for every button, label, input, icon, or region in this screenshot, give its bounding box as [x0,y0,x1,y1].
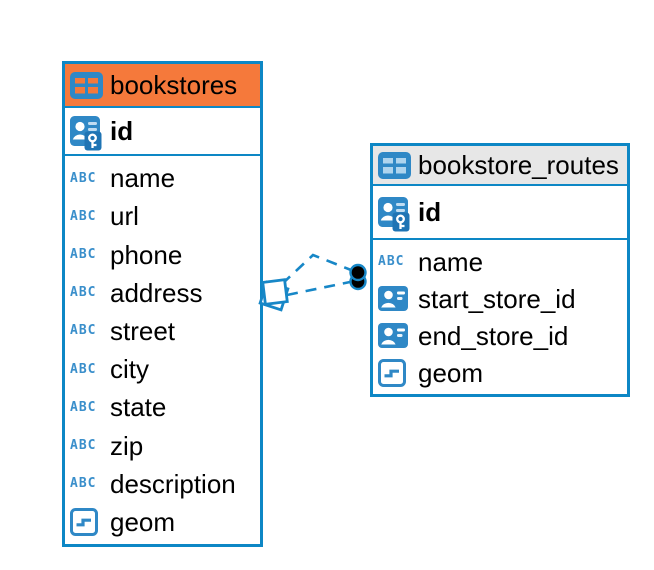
primary-key-row[interactable]: id [65,108,260,156]
column-name: zip [110,430,144,461]
column-name: street [110,315,176,346]
primary-key-icon [70,110,104,152]
text-column-icon: ABC [70,246,97,263]
column-list: ABC name start_store_id [373,240,627,394]
column-name: address [110,277,203,308]
text-column-icon: ABC [378,253,405,270]
relationship-line-upper[interactable] [281,253,352,285]
column-name: geom [418,357,484,388]
column-row-geom[interactable]: geom [65,503,260,541]
relationship-diamond-marker[interactable] [258,278,290,312]
column-name: city [110,354,149,385]
text-column-icon: ABC [70,399,97,416]
table-header-bookstore-routes[interactable]: bookstore_routes [373,146,627,186]
geometry-column-icon [378,358,412,387]
column-row-description[interactable]: ABC description [65,465,260,503]
column-row-city[interactable]: ABC city [65,350,260,388]
column-row-phone[interactable]: ABC phone [65,235,260,273]
column-name: geom [110,506,176,537]
text-column-icon: ABC [70,437,97,454]
foreign-key-column-icon [378,322,412,349]
column-row-street[interactable]: ABC street [65,312,260,350]
column-row-name[interactable]: ABC name [373,243,627,280]
table-name: bookstore_routes [418,150,619,180]
column-row-end-store-id[interactable]: end_store_id [373,317,627,354]
primary-key-name: id [110,116,134,146]
text-column-icon: ABC [70,170,97,186]
text-column-icon: ABC [70,284,97,301]
column-row-start-store-id[interactable]: start_store_id [373,280,627,317]
column-row-geom[interactable]: geom [373,354,627,391]
column-row-name[interactable]: ABC name [65,159,260,197]
table-name: bookstores [110,70,238,100]
column-name: name [110,163,176,194]
text-column-icon: ABC [70,361,97,377]
text-column-icon: ABC [70,475,97,492]
column-row-zip[interactable]: ABC zip [65,426,260,464]
table-icon [378,151,412,179]
column-row-address[interactable]: ABC address [65,274,260,312]
primary-key-row[interactable]: id [373,186,627,240]
table-icon [70,71,104,99]
primary-key-icon [378,191,412,233]
foreign-key-column-icon [378,285,412,312]
entity-bookstores[interactable]: bookstores id ABC name [62,61,263,547]
column-name: url [110,201,139,232]
relationship-line-lower[interactable] [286,280,351,297]
column-name: state [110,392,167,423]
column-name: description [110,468,236,499]
column-list: ABC name ABC url ABC phone ABC address A… [65,156,260,544]
table-header-bookstores[interactable]: bookstores [65,64,260,108]
text-column-icon: ABC [70,323,97,339]
text-column-icon: ABC [70,208,97,225]
column-name: phone [110,239,183,270]
column-name: end_store_id [418,320,569,351]
column-name: start_store_id [418,283,576,314]
column-row-url[interactable]: ABC url [65,197,260,235]
column-row-state[interactable]: ABC state [65,388,260,426]
column-name: name [418,246,484,277]
entity-bookstore-routes[interactable]: bookstore_routes id ABC name [370,143,630,397]
primary-key-name: id [418,197,442,227]
geometry-column-icon [70,507,104,536]
relationship-circle-marker[interactable] [349,263,367,291]
